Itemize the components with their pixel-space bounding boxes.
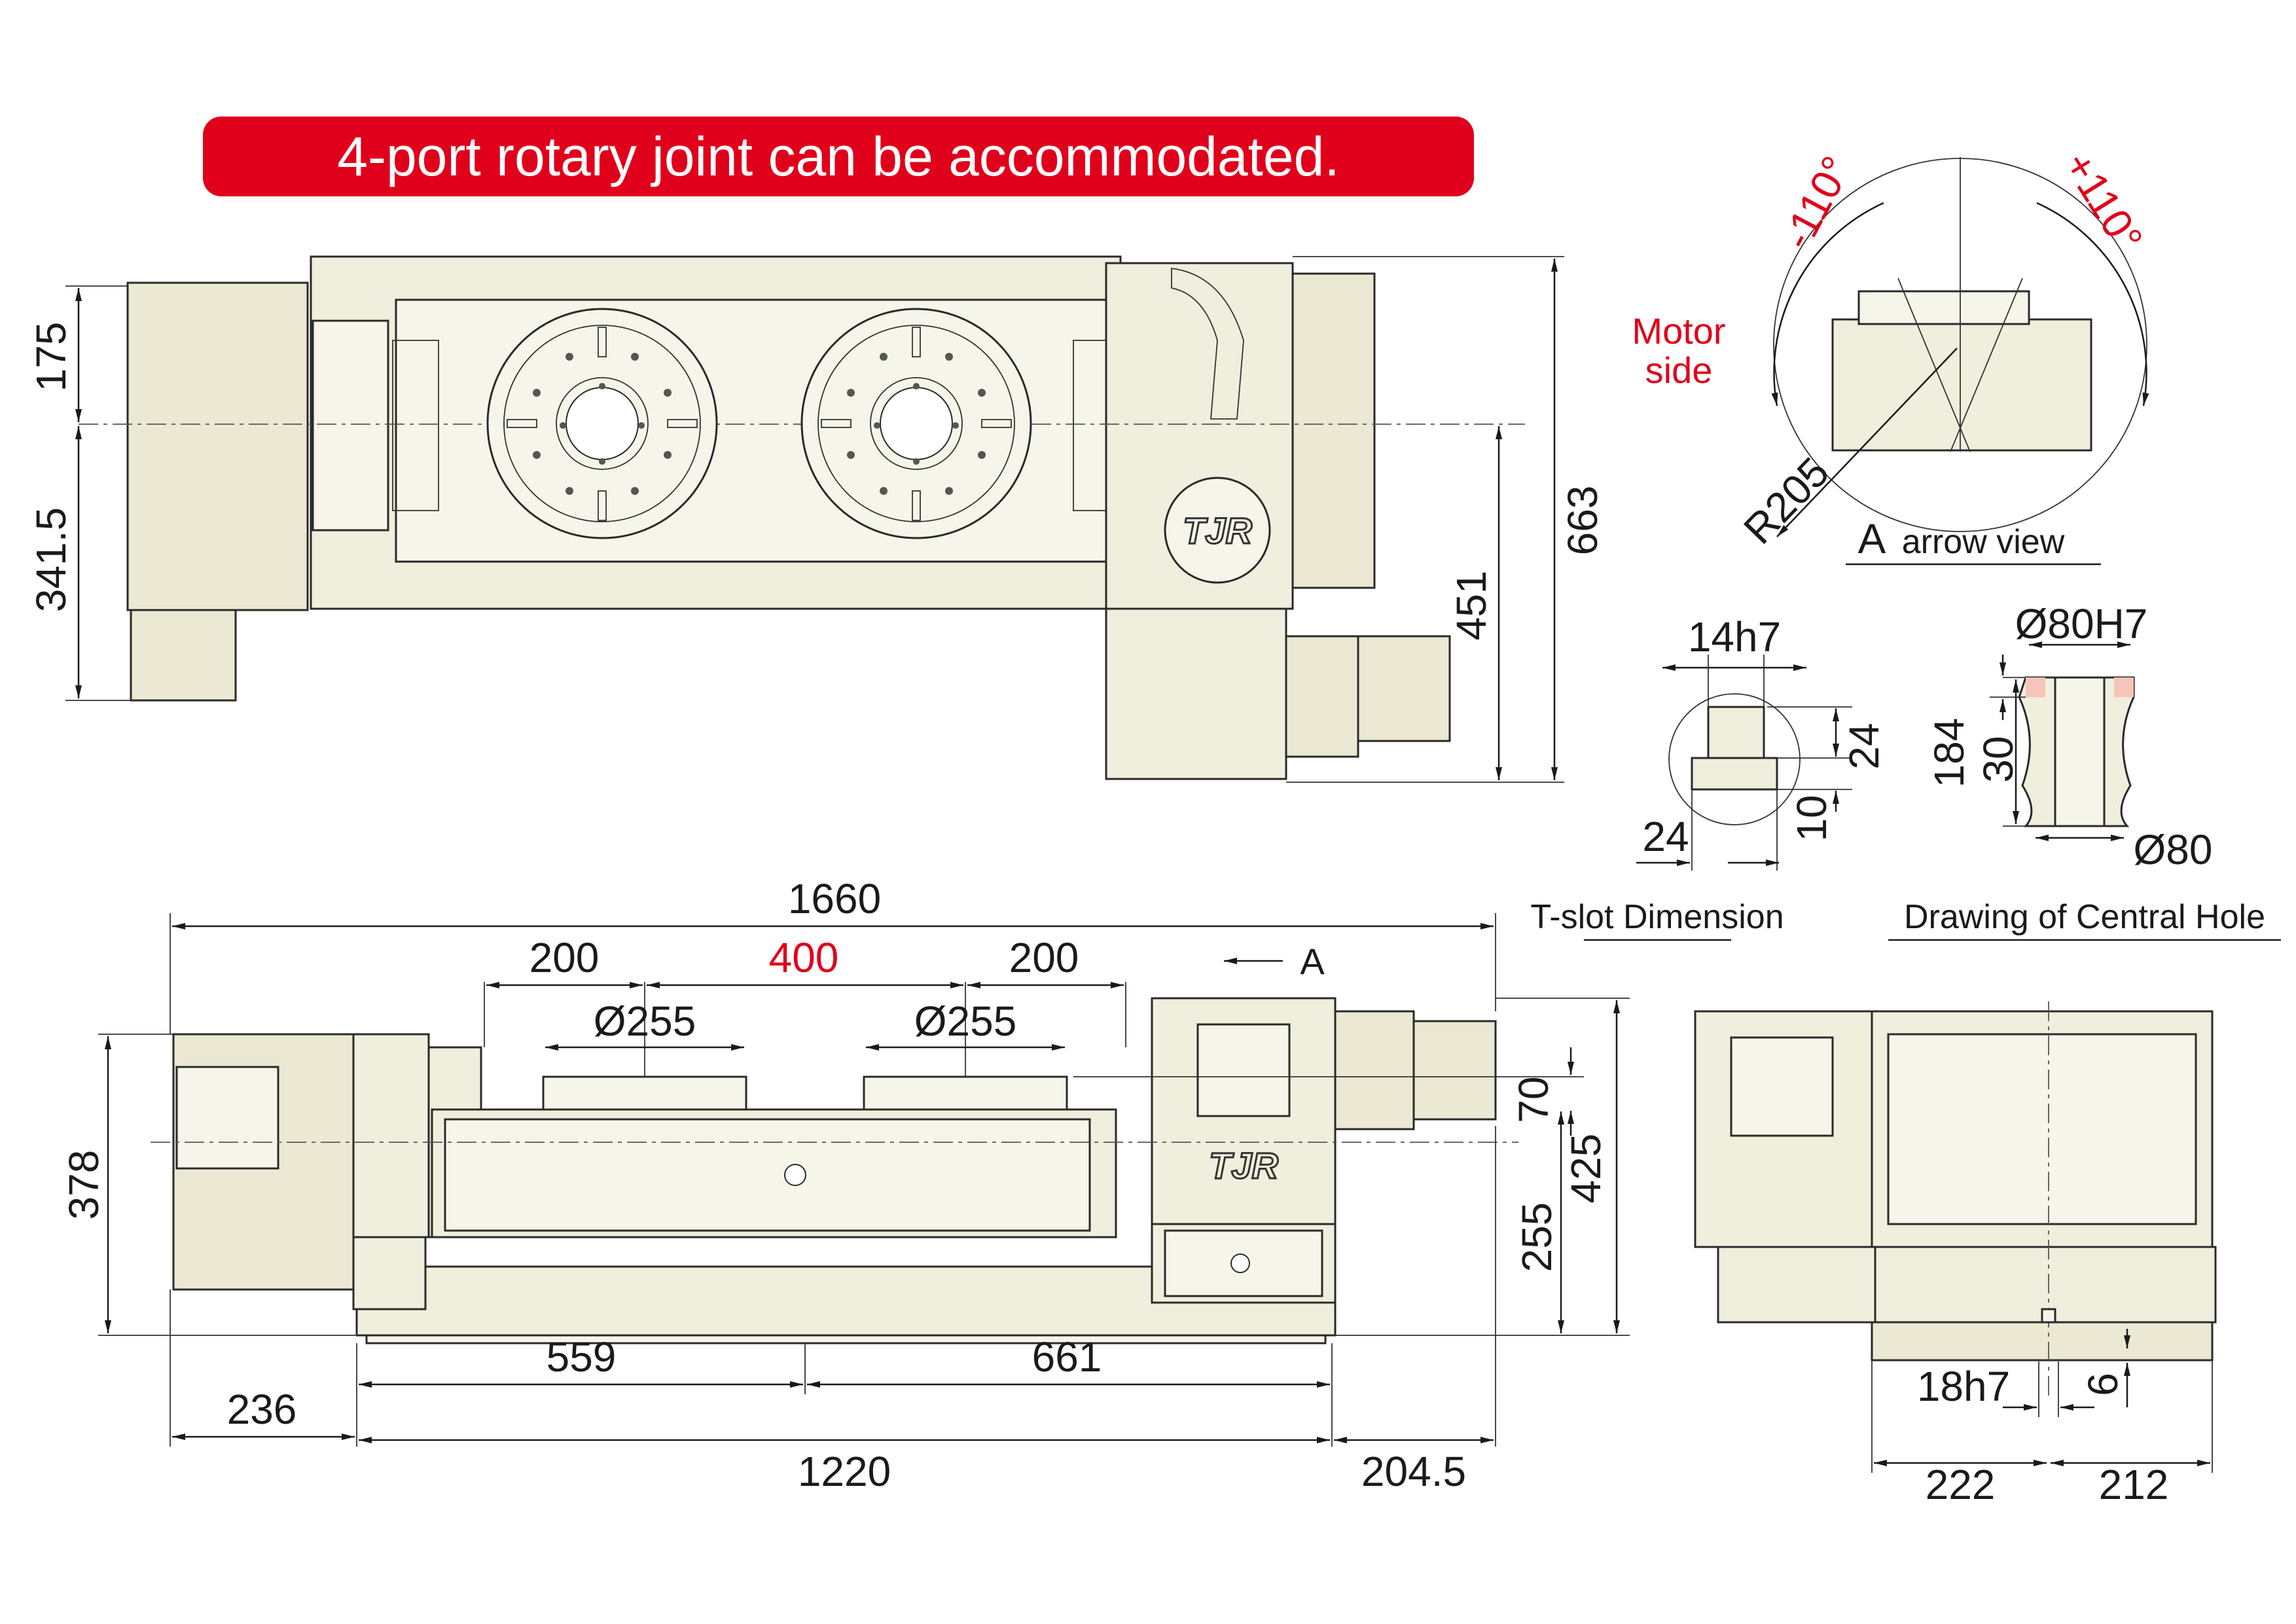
dim-400: 400 <box>769 934 839 981</box>
front-logo: TJR <box>1209 1145 1278 1186</box>
dim-200-left: 200 <box>529 934 600 981</box>
top-logo: TJR <box>1183 510 1252 551</box>
dim-14h7: 14h7 <box>1688 613 1781 660</box>
dim-341-5: 341.5 <box>27 507 75 612</box>
dim-80h7: Ø80H7 <box>2015 600 2148 647</box>
dim-236: 236 <box>227 1386 297 1433</box>
dim-255-right: Ø255 <box>914 998 1017 1045</box>
left-motor-housing <box>126 281 309 611</box>
arrow-view-letter: A <box>1858 515 1886 562</box>
tslot-caption: T-slot Dimension <box>1530 898 1784 936</box>
dim-6: 6 <box>2079 1373 2126 1396</box>
central-hole-caption: Drawing of Central Hole <box>1904 898 2265 936</box>
dim-222: 222 <box>1926 1461 1996 1508</box>
motor-side-line2: side <box>1645 350 1713 391</box>
dim-24-bottom: 24 <box>1642 813 1689 860</box>
central-hole-detail: 184 30 Ø80H7 Ø80 Drawing of Central Hole <box>1888 600 2281 941</box>
dim-425: 425 <box>1562 1134 1609 1204</box>
side-view: 18h7 6 222 212 <box>1694 1001 2217 1508</box>
motor-arm <box>1171 267 1244 420</box>
dim-24-right: 24 <box>1840 723 1888 769</box>
dim-661: 661 <box>1032 1333 1102 1380</box>
dim-30: 30 <box>1975 736 2022 782</box>
side-slot-left <box>392 340 439 511</box>
banner-background <box>203 117 1474 196</box>
dim-1660: 1660 <box>788 875 881 922</box>
dim-255-left: Ø255 <box>594 998 696 1045</box>
dim-70: 70 <box>1510 1076 1557 1123</box>
arrow-view-body <box>1831 318 2092 452</box>
top-view: TJR <box>27 255 1606 783</box>
arrow-view-caption: arrow view <box>1902 523 2065 561</box>
dim-378: 378 <box>60 1150 107 1220</box>
dim-663: 663 <box>1559 486 1606 556</box>
top-dimensions: 175 341.5 663 451 <box>27 256 1606 783</box>
front-view: TJR 1660 200 400 200 Ø255 Ø255 A 378 425 <box>60 875 1630 1495</box>
dim-559: 559 <box>547 1333 617 1380</box>
tslot-detail: 14h7 24 10 24 T-slot Dimension <box>1530 613 1888 941</box>
motor-side-line1: Motor <box>1632 310 1725 352</box>
dim-451: 451 <box>1448 571 1495 641</box>
dim-80: Ø80 <box>2134 826 2213 873</box>
dim-1220: 1220 <box>798 1448 891 1495</box>
banner: 4-port rotary joint can be accommodated. <box>203 117 1474 196</box>
lower-gearbox <box>1105 607 1287 780</box>
logo-badge <box>1164 477 1271 584</box>
arrow-view: -110° +110° Motor side R205 A arrow view <box>1632 143 2152 566</box>
dim-204-5: 204.5 <box>1361 1448 1466 1495</box>
angle-pos-110: +110° <box>2054 143 2151 260</box>
dim-200-right: 200 <box>1009 934 1079 981</box>
dim-255-height: 255 <box>1513 1202 1560 1272</box>
radius-r205: R205 <box>1734 448 1838 553</box>
dim-18h7: 18h7 <box>1917 1363 2010 1410</box>
lower-motor-end <box>1357 635 1451 742</box>
rotary-table-right <box>800 308 1032 539</box>
dim-184: 184 <box>1926 718 1973 788</box>
angle-neg-110: -110° <box>1773 149 1860 257</box>
view-arrow-a: A <box>1300 941 1325 982</box>
banner-text: 4-port rotary joint can be accommodated. <box>337 126 1339 187</box>
gearbox-cover <box>1291 272 1376 589</box>
lower-motor <box>1285 635 1359 758</box>
left-motor-foot <box>130 609 237 702</box>
front-table-left <box>542 1075 747 1111</box>
front-table-right <box>863 1075 1068 1111</box>
end-block-left <box>312 319 389 532</box>
dim-10: 10 <box>1788 795 1835 841</box>
dim-212: 212 <box>2099 1461 2169 1508</box>
rotary-table-left <box>486 308 718 539</box>
dim-175: 175 <box>27 322 75 392</box>
